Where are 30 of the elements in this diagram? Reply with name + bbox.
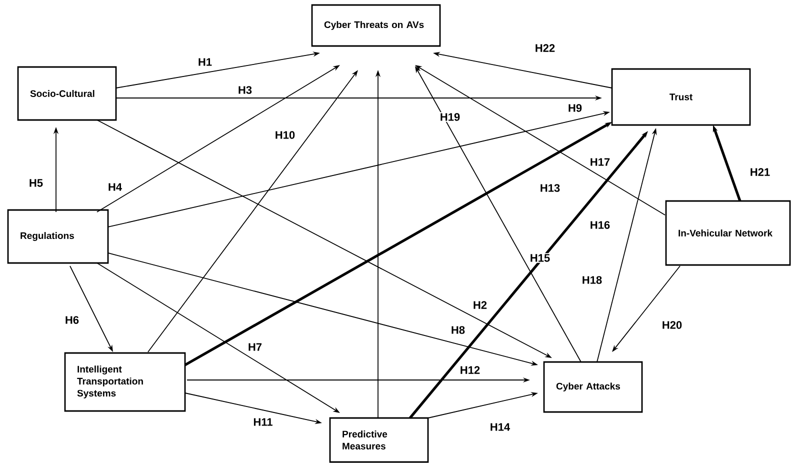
edge-label: H10 (274, 130, 296, 140)
edge-label: H9 (566, 103, 584, 113)
concept-box: Socio-Cultural (17, 66, 117, 121)
edge-label: H21 (748, 167, 772, 177)
edge-label: H12 (458, 365, 482, 375)
edge-label: H7 (246, 342, 264, 352)
edge-label: H19 (438, 112, 462, 122)
concept-box: Intelligent Transportation Systems (64, 352, 186, 412)
edge-label: H18 (580, 275, 604, 285)
edge-label: H5 (28, 178, 44, 188)
concept-box: Cyber Attacks (543, 361, 643, 413)
hypothesis-label: H16 (588, 220, 612, 230)
edge-label: H2 (472, 300, 488, 310)
edge-label: H14 (488, 422, 512, 432)
edge-label: H1 (196, 57, 214, 67)
concept-box: Regulations (7, 209, 109, 264)
edge-label: H3 (236, 85, 254, 95)
edge-label: H13 (538, 183, 562, 193)
concept-box: Predictive Measures (329, 417, 429, 463)
concept-box: In-Vehicular Network (665, 200, 791, 266)
edge-label: H11 (252, 417, 274, 427)
edge-label: H15 (528, 253, 552, 263)
concept-box: Trust (611, 68, 751, 126)
edge-label: H6 (64, 315, 80, 325)
edge-label: H8 (450, 325, 466, 335)
edge-label: H17 (588, 157, 612, 167)
edge-label: H22 (534, 43, 556, 53)
edge-label: H20 (660, 320, 684, 330)
concept-box: Cyber Threats on AVs (311, 4, 441, 47)
edge-label: H4 (106, 182, 124, 192)
